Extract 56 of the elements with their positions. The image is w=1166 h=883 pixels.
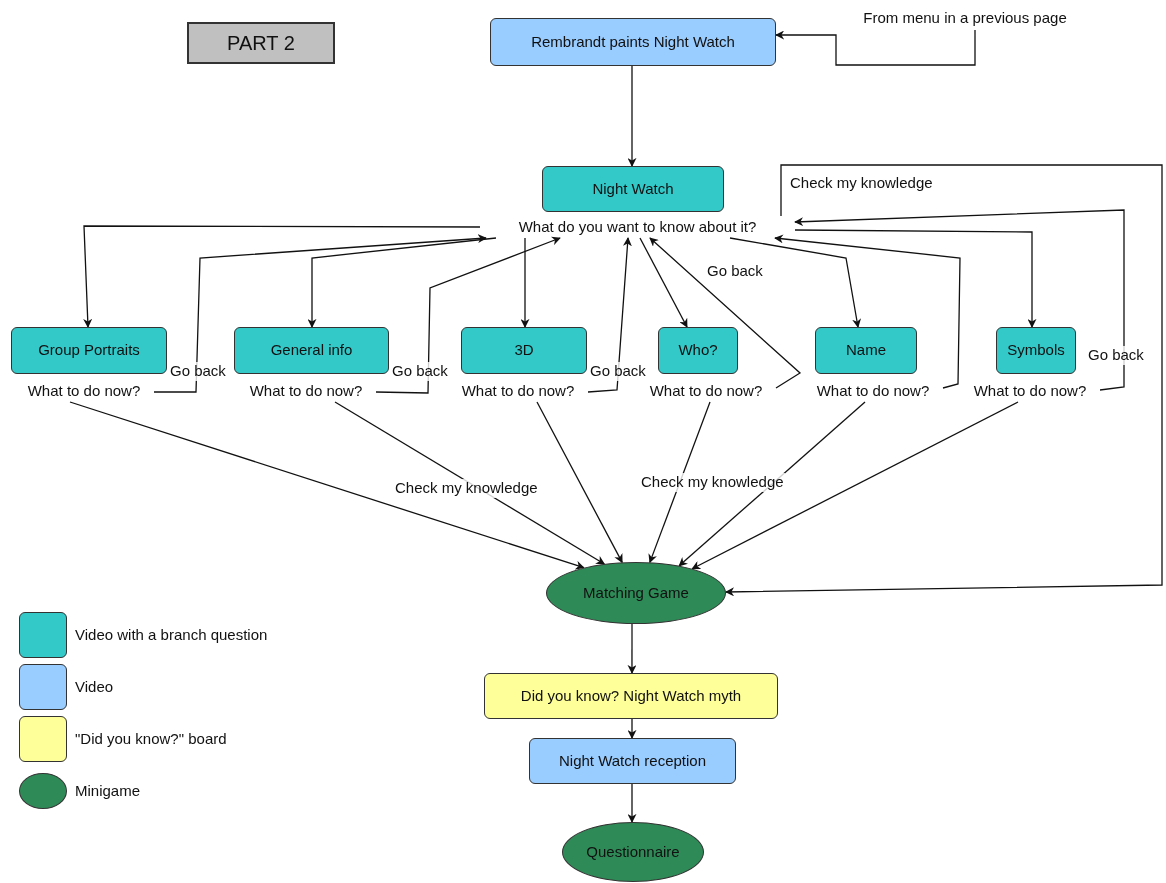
arrow bbox=[627, 783, 637, 823]
branch-video-box: Who? bbox=[658, 327, 738, 374]
branch-video-box: General info bbox=[234, 327, 389, 374]
arrow bbox=[729, 237, 862, 328]
arrow bbox=[375, 236, 561, 394]
arrow bbox=[307, 237, 497, 328]
arrow bbox=[794, 209, 1125, 391]
arrow bbox=[83, 225, 481, 328]
arrow bbox=[627, 65, 637, 167]
video-box: Night Watch reception bbox=[529, 738, 736, 784]
branch-video-box: Night Watch bbox=[542, 166, 724, 212]
arrow bbox=[775, 29, 976, 66]
edge-label: Go back bbox=[1087, 346, 1145, 365]
minigame-ellipse: Matching Game bbox=[546, 562, 726, 624]
arrow bbox=[648, 401, 711, 564]
arrow bbox=[639, 237, 688, 328]
video-box: Rembrandt paints Night Watch bbox=[490, 18, 776, 66]
legend-label: Minigame bbox=[75, 780, 141, 801]
edge-label: Check my knowledge bbox=[394, 479, 539, 498]
branch-question: What to do now? bbox=[236, 380, 376, 402]
arrow bbox=[627, 718, 637, 739]
edge-label: Go back bbox=[169, 362, 227, 381]
arrow bbox=[774, 234, 961, 389]
branch-question: What to do now? bbox=[636, 380, 776, 402]
edge-label: Go back bbox=[391, 362, 449, 381]
title-box: PART 2 bbox=[187, 22, 335, 64]
edge-label: Check my knowledge bbox=[789, 174, 934, 193]
branch-question: From menu in a previous page bbox=[815, 6, 1115, 30]
arrow bbox=[153, 234, 487, 393]
legend-label: "Did you know?" board bbox=[75, 728, 227, 749]
branch-question: What do you want to know about it? bbox=[480, 216, 795, 238]
board-box: Did you know? Night Watch myth bbox=[484, 673, 778, 719]
arrow bbox=[627, 623, 637, 674]
arrow bbox=[649, 237, 802, 389]
edge-label: Go back bbox=[589, 362, 647, 381]
arrow bbox=[69, 401, 585, 570]
legend-label: Video bbox=[75, 676, 114, 697]
arrow bbox=[678, 401, 866, 567]
minigame-ellipse: Questionnaire bbox=[562, 822, 704, 882]
branch-question: What to do now? bbox=[14, 380, 154, 402]
branch-video-box: Symbols bbox=[996, 327, 1076, 374]
arrow bbox=[587, 237, 632, 393]
arrow bbox=[794, 229, 1037, 328]
branch-question: What to do now? bbox=[960, 380, 1100, 402]
branch-question: What to do now? bbox=[803, 380, 943, 402]
legend-label: Video with a branch question bbox=[75, 624, 268, 645]
arrow bbox=[725, 164, 1163, 597]
arrow bbox=[691, 401, 1019, 570]
branch-video-box: Name bbox=[815, 327, 917, 374]
edge-label: Check my knowledge bbox=[640, 473, 785, 492]
arrow bbox=[520, 237, 530, 328]
arrow bbox=[334, 401, 606, 565]
branch-video-box: 3D bbox=[461, 327, 587, 374]
branch-video-box: Group Portraits bbox=[11, 327, 167, 374]
branch-question: What to do now? bbox=[448, 380, 588, 402]
arrow bbox=[536, 401, 623, 564]
